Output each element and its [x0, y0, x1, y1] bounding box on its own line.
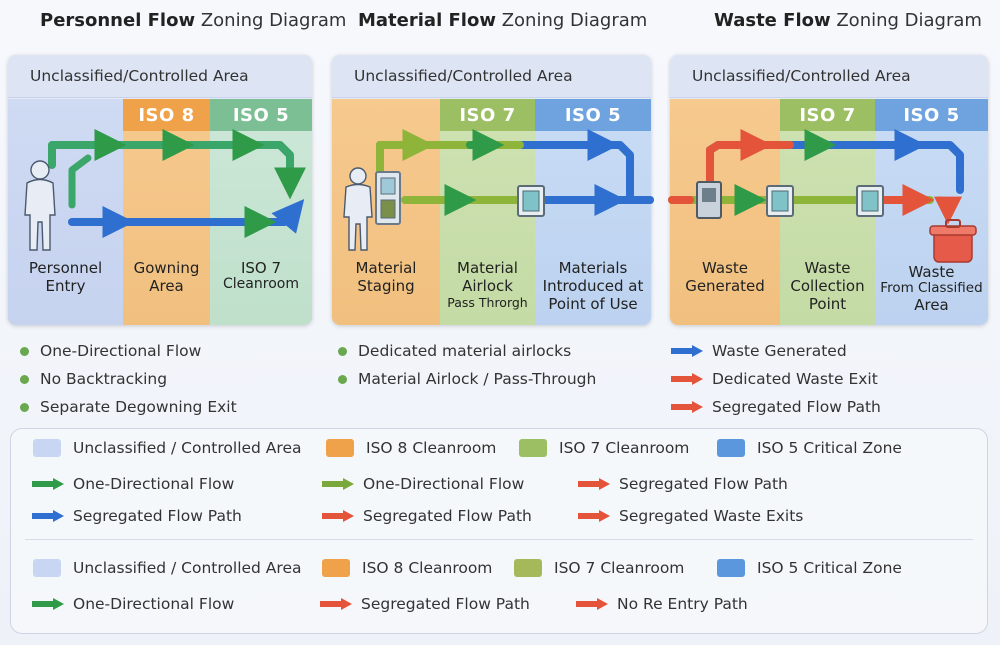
legend-red-path: Segregated Flow Path: [577, 475, 788, 493]
red-arrow-icon: [578, 510, 610, 522]
bullet-item: One-Directional Flow: [20, 337, 237, 365]
legend-divider: [25, 539, 973, 540]
green-arrow-icon: [322, 478, 354, 490]
swatch-iso5: [717, 559, 745, 577]
swatch-iso7: [514, 559, 542, 577]
bullet-item: Dedicated material airlocks: [338, 337, 596, 365]
legend-iso8: ISO 8 Cleanroom: [326, 439, 496, 457]
bullet-dot-icon: [338, 374, 347, 384]
legend-iso8: ISO 8 Cleanroom: [322, 559, 492, 577]
bullet-dot-icon: [20, 346, 29, 356]
red-arrow-icon: [322, 510, 354, 522]
swatch-iso8: [326, 439, 354, 457]
swatch-unclassified: [33, 559, 61, 577]
personnel-flow-title: Personnel Flow Zoning Diagram: [40, 10, 347, 31]
material-bullets: Dedicated material airlocks Material Air…: [338, 337, 596, 393]
legend-iso7: ISO 7 Cleanroom: [519, 439, 689, 457]
legend-green-flow: One-Directional Flow: [321, 475, 524, 493]
zone-header: ISO 7: [440, 99, 535, 131]
blue-arrow-icon: [671, 345, 703, 357]
legend-red-reentry: No Re Entry Path: [575, 595, 748, 613]
bullet-item: Separate Degowning Exit: [20, 393, 237, 421]
bullet-item: Material Airlock / Pass-Through: [338, 365, 596, 393]
personnel-bullets: One-Directional Flow No Backtracking Sep…: [20, 337, 237, 421]
red-arrow-icon: [671, 401, 703, 413]
zone-header: ISO 5: [210, 99, 312, 131]
bullet-dot-icon: [338, 346, 347, 356]
bullet-item: Dedicated Waste Exit: [670, 365, 881, 393]
legend-green-flow: One-Directional Flow: [31, 595, 234, 613]
swatch-iso7: [519, 439, 547, 457]
bullet-dot-icon: [20, 374, 29, 384]
legend-red-exits: Segregated Waste Exits: [577, 507, 803, 525]
swatch-unclassified: [33, 439, 61, 457]
material-flow-title: Material Flow Zoning Diagram: [358, 10, 648, 31]
zone-header: ISO 5: [875, 99, 988, 131]
legend-unclassified: Unclassified / Controlled Area: [33, 559, 301, 577]
green-arrow-icon: [32, 478, 64, 490]
zone-header: ISO 7: [780, 99, 875, 131]
legend-iso5: ISO 5 Critical Zone: [717, 439, 902, 457]
red-arrow-icon: [576, 598, 608, 610]
red-arrow-icon: [320, 598, 352, 610]
panel-header: Unclassified/Controlled Area: [8, 55, 312, 98]
blue-arrow-icon: [32, 510, 64, 522]
panel-header: Unclassified/Controlled Area: [670, 55, 988, 98]
swatch-iso5: [717, 439, 745, 457]
bullet-item: Segregated Flow Path: [670, 393, 881, 421]
legend-blue-path: Segregated Flow Path: [31, 507, 242, 525]
swatch-iso8: [322, 559, 350, 577]
bullet-item: No Backtracking: [20, 365, 237, 393]
zone-header: ISO 8: [123, 99, 210, 131]
legend-unclassified: Unclassified / Controlled Area: [33, 439, 301, 457]
red-arrow-icon: [671, 373, 703, 385]
legend-iso7: ISO 7 Cleanroom: [514, 559, 684, 577]
legend-iso5: ISO 5 Critical Zone: [717, 559, 902, 577]
legend-red-path: Segregated Flow Path: [321, 507, 532, 525]
panel-header: Unclassified/Controlled Area: [332, 55, 651, 98]
zone-header: ISO 5: [535, 99, 651, 131]
bullet-item: Waste Generated: [670, 337, 881, 365]
green-arrow-icon: [32, 598, 64, 610]
waste-flow-title: Waste Flow Zoning Diagram: [714, 10, 982, 31]
legend-box: Unclassified / Controlled Area ISO 8 Cle…: [10, 428, 988, 634]
bullet-dot-icon: [20, 402, 29, 412]
legend-red-path: Segregated Flow Path: [319, 595, 530, 613]
waste-bullets: Waste Generated Dedicated Waste Exit Seg…: [670, 337, 881, 421]
red-arrow-icon: [578, 478, 610, 490]
legend-green-flow: One-Directional Flow: [31, 475, 234, 493]
